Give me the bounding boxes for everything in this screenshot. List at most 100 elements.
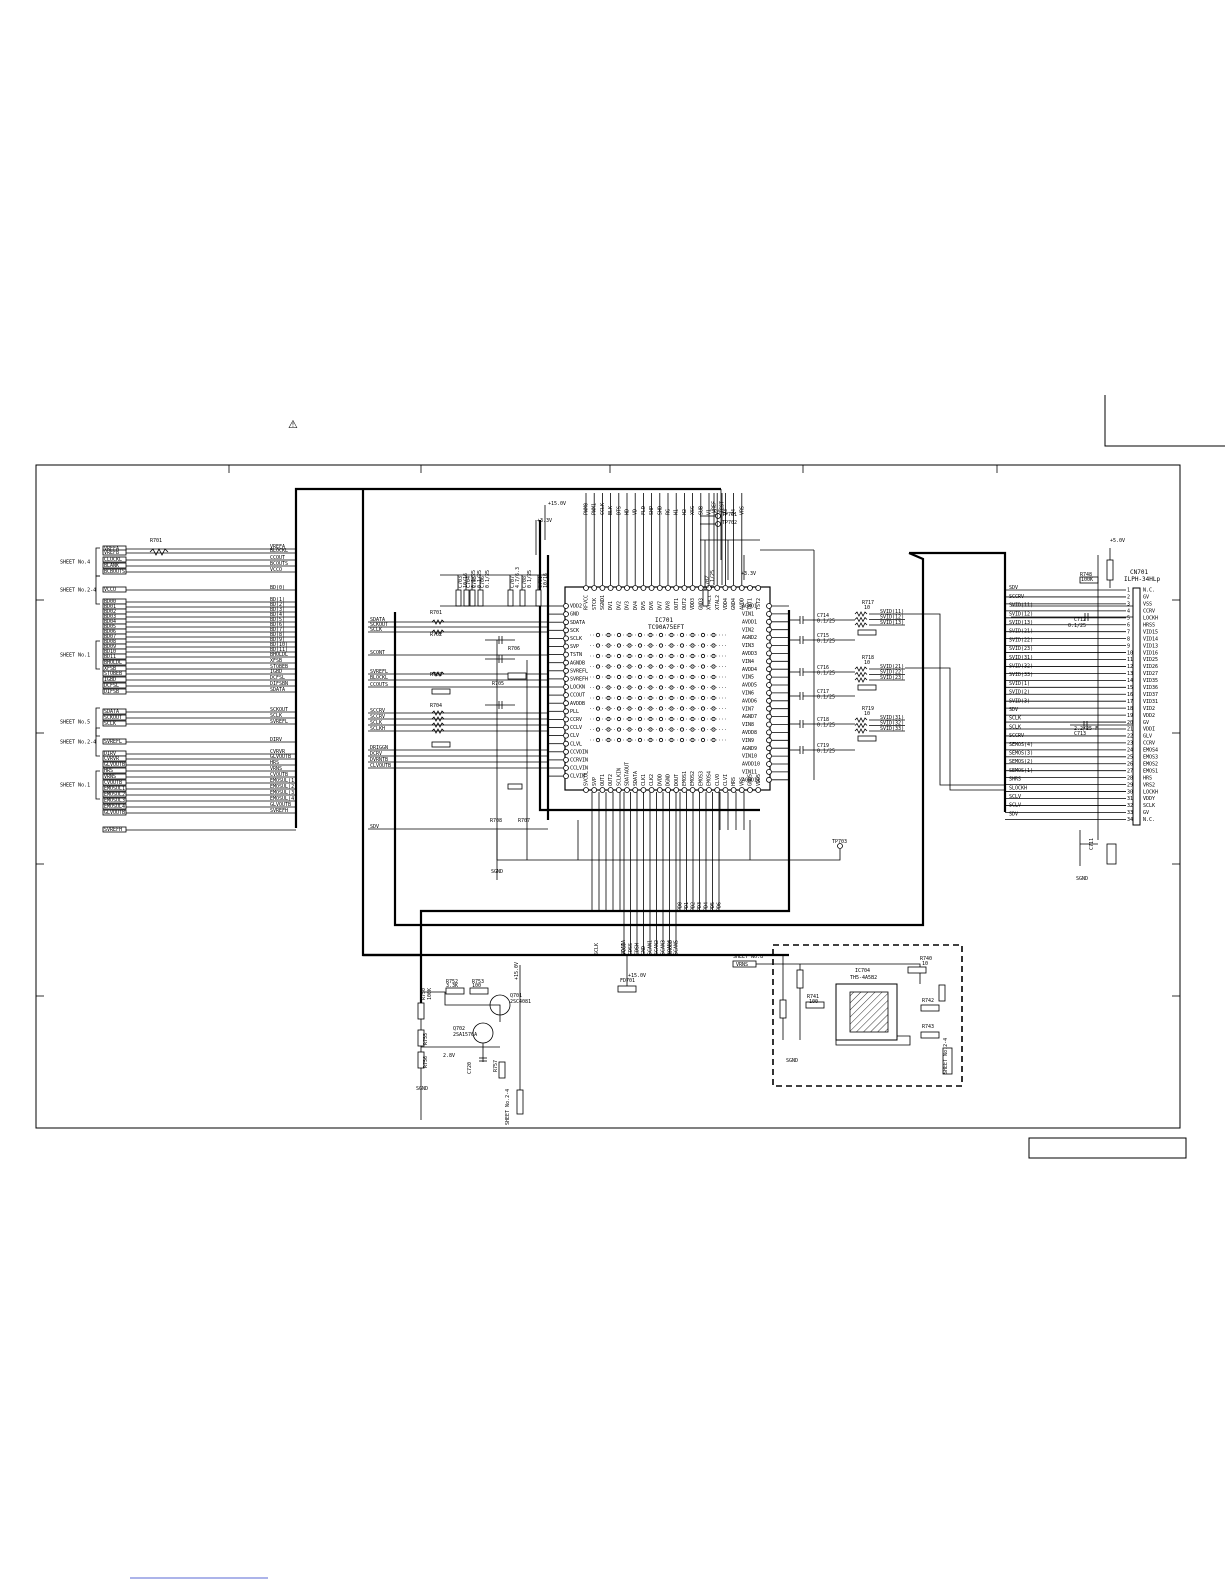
- value-r752: 3.3K: [446, 983, 458, 989]
- sheet-ref-left-1: SHEET No.2-4: [60, 588, 96, 594]
- left-tag-36: EMOSUL3: [104, 798, 125, 804]
- conn-pin-name-29: LOCKH: [1143, 789, 1158, 795]
- ic-left-pin-7: AGNDB: [570, 660, 585, 666]
- left-net-33: EMOSUL(1): [270, 778, 297, 784]
- left-tag-3: BLANK: [104, 563, 119, 569]
- left-tag-16: BD10: [104, 649, 116, 655]
- conn-pin-num-3: 4: [1127, 609, 1130, 615]
- conn-pin-name-18: VDD2: [1143, 713, 1155, 719]
- conn-pin-num-9: 10: [1127, 650, 1133, 656]
- ic-top-pin-16: XTAL2: [715, 595, 721, 610]
- inset-part-1: R741: [807, 994, 819, 1000]
- left-net-7: BD(2): [270, 602, 285, 608]
- ic-bottom-pin-19: VRS: [739, 777, 745, 786]
- left-tag-30: GLVOUTB: [104, 762, 125, 768]
- left-net-6: BD(1): [270, 597, 285, 603]
- left-net-4: VCCO: [270, 567, 282, 573]
- warning-icon: ⚠: [288, 418, 298, 431]
- left-net-12: BD(7): [270, 627, 285, 633]
- inset-ic-ref: IC704: [855, 968, 870, 974]
- conn-pin-name-19: GV: [1143, 720, 1149, 726]
- conn-pin-num-0: 1: [1127, 588, 1130, 594]
- c-row-val-1: 0.1/25: [817, 639, 835, 645]
- supply-top-1: +15.0V: [548, 501, 566, 507]
- left-tag-12: BD06: [104, 629, 116, 635]
- conn-pin-name-1: GV: [1143, 595, 1149, 601]
- mid-net-5: BLOCKL: [370, 675, 388, 681]
- left-net-21: DCFSL: [270, 675, 285, 681]
- ic-right-pin-5: VIN3: [742, 643, 754, 649]
- left-tag-4: BCBOUTS: [104, 569, 125, 575]
- left-tag-39: SVREFH: [104, 827, 122, 833]
- top-header-net-0: PWM0: [584, 503, 590, 515]
- supply-bottom-mid: +15.0V: [628, 973, 646, 979]
- conn-pin-num-12: 13: [1127, 671, 1133, 677]
- bottom-header-6: SCAN3: [661, 940, 667, 955]
- conn-pin-num-7: 8: [1127, 636, 1130, 642]
- bottom-header-2: CDSH: [635, 943, 641, 955]
- left-net-10: BD(5): [270, 617, 285, 623]
- ic-top-pin-14: GND3: [698, 598, 704, 610]
- left-tag-2: CLOCKL: [104, 557, 122, 563]
- conn-pin-num-6: 7: [1127, 629, 1130, 635]
- inset-sheet2: SHEET No.2-4: [943, 1038, 949, 1074]
- conn-pin-num-10: 11: [1127, 657, 1133, 663]
- ic-bottom-pin-5: SDATAOUT: [625, 762, 631, 786]
- left-net-19: STOBEB: [270, 664, 288, 670]
- conn-pin-num-11: 12: [1127, 664, 1133, 670]
- left-net-5: BD(0): [270, 585, 285, 591]
- page-frame: [35, 395, 1225, 1579]
- mid-net-2: SCLK: [370, 627, 382, 633]
- gnd-mid: SGND: [491, 869, 503, 875]
- mid-resistor-3: R704: [430, 703, 442, 709]
- left-net-22: DIFSBN: [270, 681, 288, 687]
- sheet-ref-left-2: SHEET No.1: [60, 653, 90, 659]
- conn-pin-num-13: 14: [1127, 678, 1133, 684]
- top-cap-val-3: 0.1/25: [485, 570, 491, 588]
- conn-pin-name-7: VID14: [1143, 636, 1158, 642]
- left-tag-31: HRS: [104, 768, 113, 774]
- left-tag-29: CVRVR: [104, 756, 120, 762]
- left-tag-5: VCCO: [104, 587, 116, 593]
- sheet-ref-left-0: SHEET No.4: [60, 560, 90, 566]
- conn-left-net-12: SVID(2): [1009, 690, 1030, 696]
- sheet-ref-bottom: SHEET No.2-4: [505, 1089, 511, 1125]
- ic-left-pin-12: AVDDB: [570, 701, 585, 707]
- mid-left-components: SDATASCKOUTSCLKSCONTSVREFLBLOCKLCCOUTSSC…: [368, 610, 751, 860]
- mid-net-10: SCLKH: [370, 726, 385, 732]
- inset-part-0: R740: [920, 956, 932, 962]
- ic-top-pin-0: RFVCC: [584, 595, 590, 610]
- right-parts: R748 100K C712 0.1/25 C711 C713 2.2/25-F…: [1011, 538, 1133, 882]
- bottom-header-5: SCAN2: [654, 940, 660, 955]
- top-header-net-18: V4: [731, 509, 737, 515]
- inset-sheet-ref: SHEET No.8: [733, 954, 763, 960]
- ic-left-pin-4: SCLK: [570, 636, 582, 642]
- ic-left-pin-8: SVREFL: [570, 668, 588, 674]
- left-tag-6: BD00: [104, 599, 116, 605]
- left-tag-14: BD08: [104, 639, 116, 645]
- ic-top-pin-20: TST1: [748, 598, 754, 610]
- left-net-32: CVOUTB: [270, 772, 288, 778]
- ic-right-pin-2: AVDD1: [742, 619, 757, 625]
- ic-left-pin-1: GND: [570, 612, 579, 618]
- bottom-left-circuit: R750 100K R752 3.3K R753 100 Q701 2SC408…: [416, 962, 531, 1125]
- left-net-15: BD(10): [270, 642, 288, 648]
- inset-part-3: R743: [922, 1024, 934, 1030]
- value-r750: 100K: [427, 988, 433, 1000]
- value-r753: 100: [472, 983, 481, 989]
- bottom-header2-1: PD1: [684, 902, 690, 911]
- main-ic: IC701 TC90A75EFT VDD2GNDSDATASCKSCLKSVPT…: [548, 585, 789, 793]
- conn-pin-name-24: EMOS3: [1143, 755, 1158, 761]
- ic-right-pin-1: VIN1: [742, 612, 754, 618]
- left-tag-17: BD11: [104, 654, 116, 660]
- net-sclk-bottom: SCLK: [594, 943, 600, 955]
- ic-top-pin-5: DV3: [625, 601, 631, 610]
- conn-pin-num-14: 15: [1127, 685, 1133, 691]
- left-net-34: EMOSUL(2): [270, 784, 297, 790]
- part-r755: R755: [423, 1033, 429, 1045]
- left-tag-11: BD05: [104, 624, 116, 630]
- top-header-net-15: V1: [707, 509, 713, 515]
- conn-pin-name-14: VID36: [1143, 685, 1158, 691]
- voltage-label: 2.8V: [443, 1053, 455, 1059]
